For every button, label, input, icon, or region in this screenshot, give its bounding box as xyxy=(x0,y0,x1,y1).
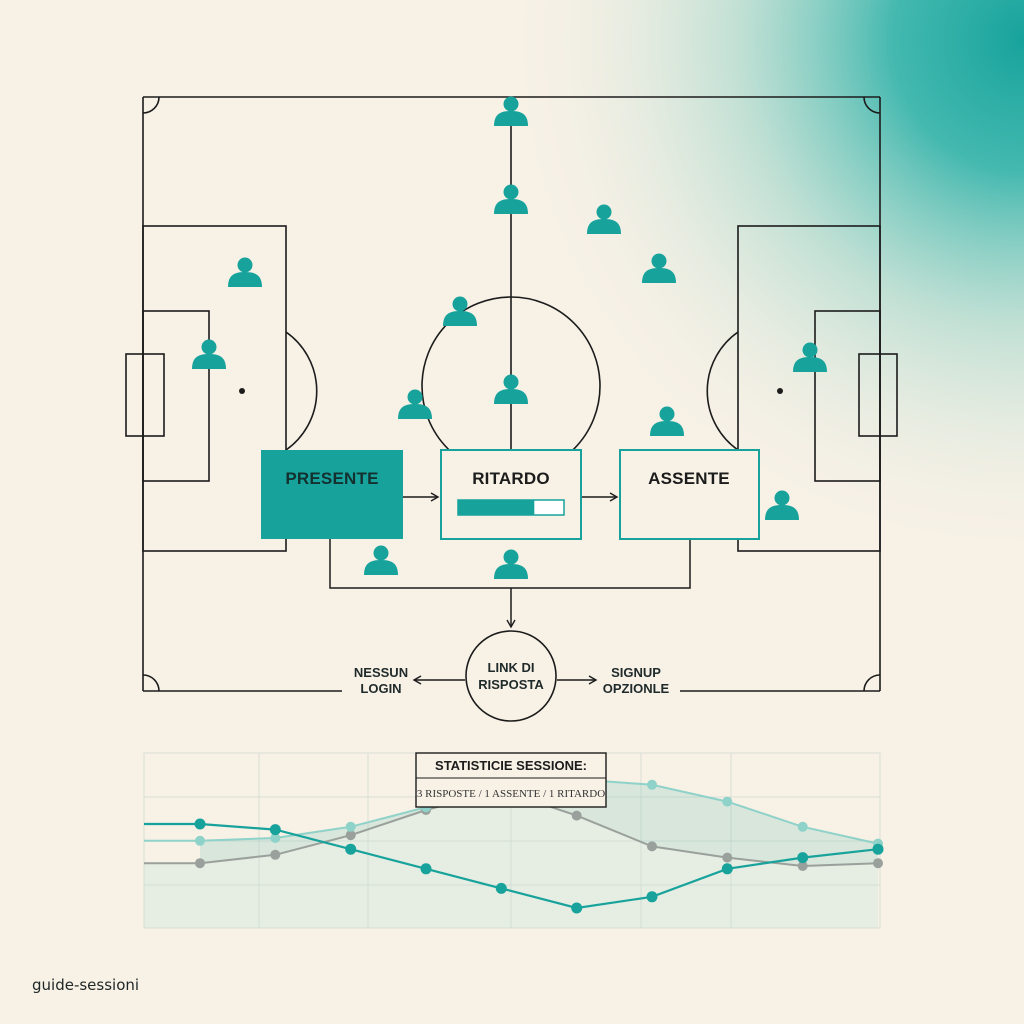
player-icon xyxy=(587,204,621,234)
right-penalty-arc xyxy=(706,331,739,451)
player-icon xyxy=(228,257,262,287)
merge-line xyxy=(329,539,691,589)
series-2-point xyxy=(797,852,809,864)
stats-title: STATISTICIE SESSIONE: xyxy=(435,758,587,773)
series-1-point xyxy=(195,835,205,846)
stats-subtitle: 3 RISPOSTE / 1 ASSENTE / 1 RITARDO xyxy=(417,788,605,800)
stats-box: STATISTICIE SESSIONE: 3 RISPOSTE / 1 ASS… xyxy=(415,752,607,808)
series-1-point xyxy=(797,821,808,832)
corner-arc-tr xyxy=(863,96,881,114)
series-0-point xyxy=(647,841,657,852)
series-0-point xyxy=(270,849,281,860)
chart-area-band xyxy=(200,779,878,866)
box-presente[interactable]: PRESENTE xyxy=(261,450,403,539)
series-0-point xyxy=(797,861,808,871)
note-right-line2: OPZIONLE xyxy=(603,681,670,696)
series-2-point xyxy=(646,891,658,903)
box-ritardo-label: RITARDO xyxy=(472,469,550,488)
series-0-point xyxy=(571,810,582,821)
series-2-point xyxy=(269,824,281,836)
chart-area-bottom xyxy=(144,790,878,928)
hub-line1: LINK DI xyxy=(488,660,535,675)
player-icon xyxy=(443,296,477,326)
series-0-point xyxy=(873,858,883,869)
series-0-point xyxy=(345,830,356,841)
box-assente[interactable]: ASSENTE xyxy=(619,449,760,540)
series-2-point xyxy=(420,863,432,875)
left-goal-box xyxy=(142,310,210,482)
series-2-point xyxy=(495,882,507,894)
series-2-point xyxy=(571,902,583,914)
note-left-line1: NESSUN xyxy=(354,665,408,680)
box-presente-label: PRESENTE xyxy=(285,469,378,488)
right-goal xyxy=(858,353,898,437)
left-penalty-spot xyxy=(239,388,245,394)
corner-arc-br xyxy=(863,674,881,692)
series-2-point xyxy=(872,843,884,855)
player-icon xyxy=(192,339,226,369)
footer-label: guide-sessioni xyxy=(32,976,140,994)
left-penalty-arc xyxy=(285,331,318,451)
note-left-line2: LOGIN xyxy=(360,681,401,696)
player-icon xyxy=(765,490,799,520)
player-icon xyxy=(650,406,684,436)
player-icon xyxy=(494,549,528,579)
box-assente-label: ASSENTE xyxy=(648,469,730,488)
series-0-point xyxy=(722,852,733,863)
series-1-point xyxy=(722,796,733,807)
player-icon xyxy=(494,374,528,404)
box-ritardo[interactable]: RITARDO xyxy=(440,449,582,540)
player-icon xyxy=(494,184,528,214)
series-0-point xyxy=(195,858,205,869)
corner-arc-bl xyxy=(142,674,160,692)
corner-arc-tl xyxy=(142,96,160,114)
player-icon xyxy=(793,342,827,372)
hub-line2: RISPOSTA xyxy=(478,677,544,692)
series-2-point xyxy=(721,863,733,875)
series-2-point xyxy=(345,843,357,855)
left-goal xyxy=(125,353,165,437)
ritardo-progress-fill xyxy=(458,500,535,515)
series-2-point xyxy=(194,818,206,830)
player-icon xyxy=(494,96,528,126)
player-icon xyxy=(642,253,676,283)
flow-connectors xyxy=(329,492,691,685)
series-1-point xyxy=(270,833,281,843)
player-icon xyxy=(398,389,432,419)
right-goal-box xyxy=(814,310,881,482)
series-1-point xyxy=(345,821,356,832)
right-penalty-spot xyxy=(777,388,783,394)
hub-link-risposta[interactable]: LINK DI RISPOSTA xyxy=(465,630,557,722)
player-icon xyxy=(364,545,398,575)
pitch xyxy=(125,96,898,692)
note-right-line1: SIGNUP xyxy=(611,665,661,680)
series-1-point xyxy=(647,779,657,790)
